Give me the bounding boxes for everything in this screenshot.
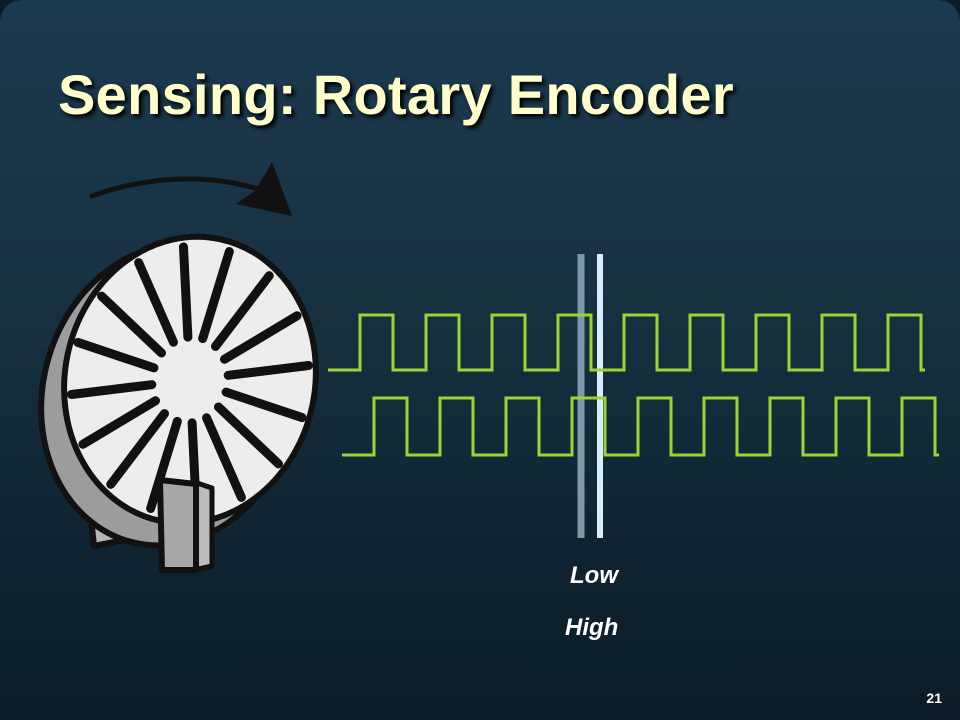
- wheel-spoke: [66, 380, 157, 399]
- rotation-arrow-icon: [89, 176, 265, 199]
- wheel-spoke: [146, 416, 182, 513]
- channel-b-signal: [342, 396, 939, 457]
- high-label: High: [565, 614, 619, 641]
- wheel-spoke: [219, 311, 302, 364]
- channel-a-signal: [328, 313, 925, 372]
- wheel-spoke: [73, 337, 159, 373]
- wheel-spoke: [198, 247, 234, 344]
- wheel-spoke: [213, 402, 283, 469]
- wheel-spoke: [211, 271, 274, 351]
- wheel-spoke: [78, 396, 161, 449]
- wheel-spoke: [97, 291, 167, 358]
- wheel-spokes: [66, 242, 314, 518]
- wheel-spoke: [106, 409, 169, 489]
- page-number: 21: [926, 690, 942, 706]
- wheel-spoke: [223, 361, 314, 380]
- low-label: Low: [570, 562, 618, 589]
- wheel-spoke: [202, 413, 246, 502]
- rotation-arrow-head-icon: [236, 162, 292, 216]
- wheel-spoke: [134, 258, 178, 347]
- wheel-spoke: [221, 387, 307, 423]
- slide-title: Sensing: Rotary Encoder: [58, 63, 734, 126]
- wheel-spoke: [178, 242, 193, 342]
- front-sensor-block: [157, 477, 199, 573]
